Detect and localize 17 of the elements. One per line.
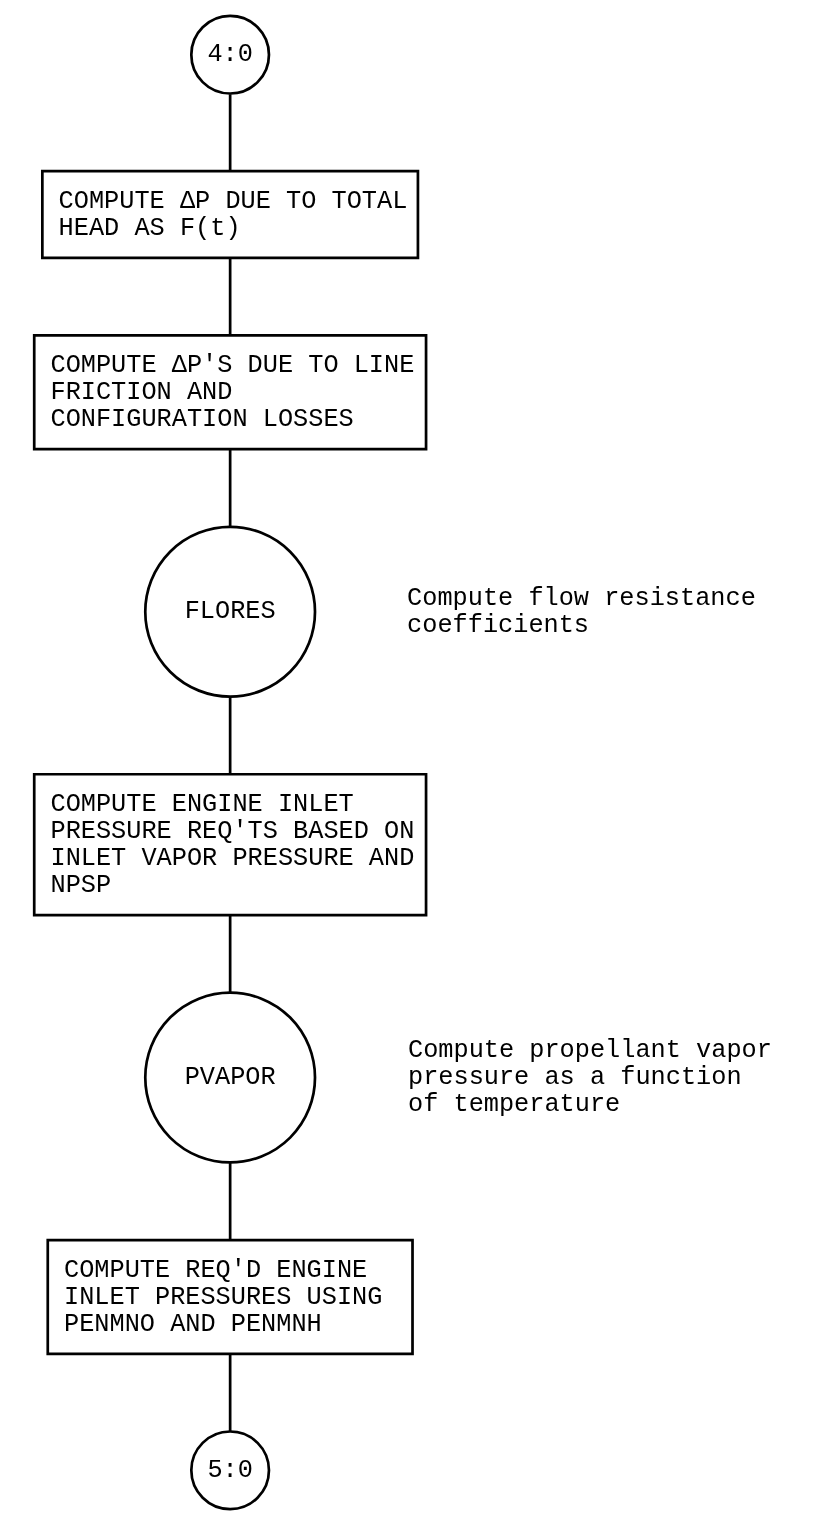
connector xyxy=(228,696,232,775)
node-circle: PVAPOR xyxy=(143,991,317,1164)
node-box: COMPUTE ΔP DUE TO TOTAL HEAD AS F(t) xyxy=(41,169,420,260)
node-label: Compute flow resistance coefficients xyxy=(407,583,756,640)
node-circle: 4:0 xyxy=(189,14,271,95)
connector xyxy=(228,449,232,527)
node-label: Compute propellant vapor pressure as a function of temperature xyxy=(408,1036,772,1120)
node-box: COMPUTE REQ'D ENGINE INLET PRESSURES USING PENMNO AND PENMNH xyxy=(46,1238,414,1356)
node-box: COMPUTE ΔP'S DUE TO LINE FRICTION AND CONFIGURATION LOSSES xyxy=(32,334,428,451)
connector xyxy=(228,1353,232,1432)
connector xyxy=(228,1162,232,1240)
connector xyxy=(228,915,232,993)
node-box: COMPUTE ENGINE INLET PRESSURE REQ'TS BASED ON INLET VAPOR PRESSURE AND NPSP xyxy=(32,772,428,917)
node-circle: FLORES xyxy=(143,525,317,698)
connector xyxy=(228,258,232,335)
node-circle: 5:0 xyxy=(189,1430,271,1511)
connector xyxy=(228,94,232,171)
